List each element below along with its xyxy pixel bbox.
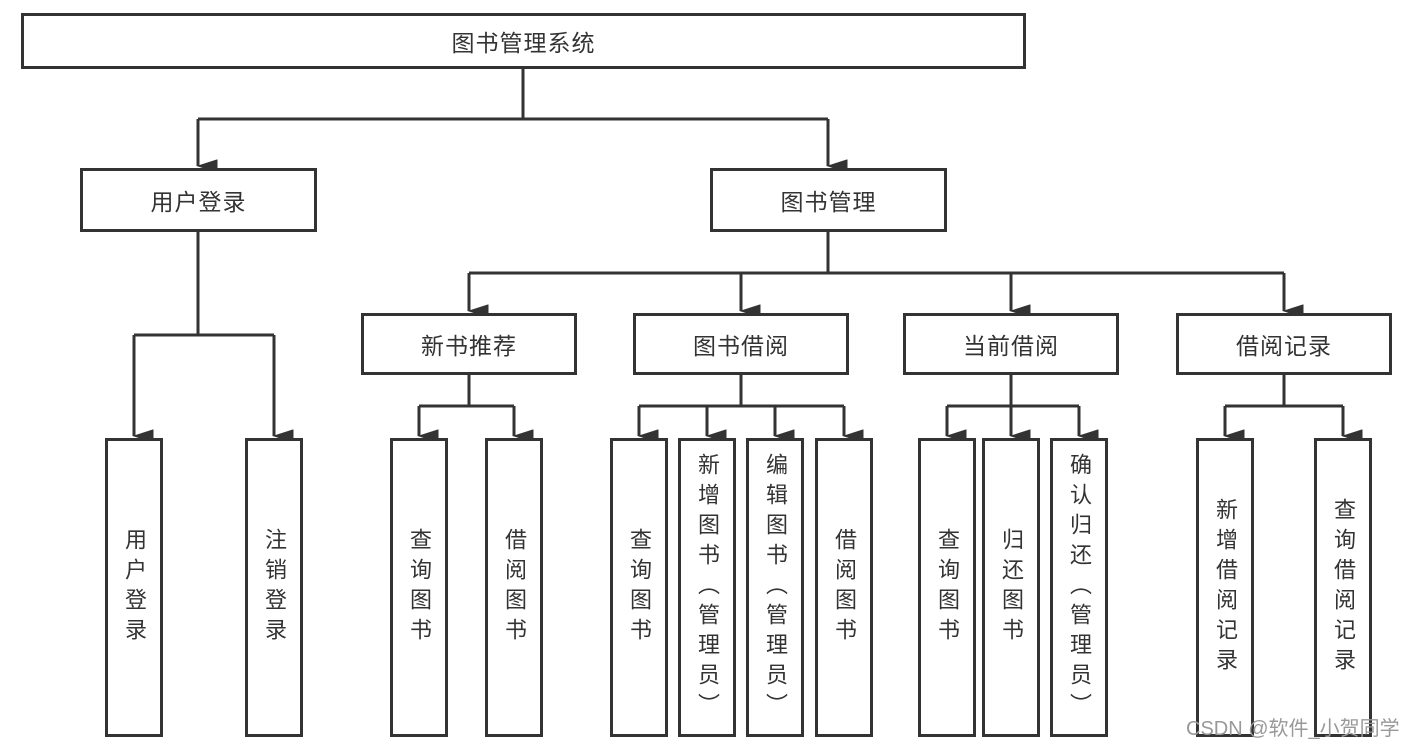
node-leaf-add-book-admin: 新增图书（管理员） <box>678 438 736 737</box>
node-leaf-user-login: 用户登录 <box>105 438 163 737</box>
node-leaf-query-book-nbr: 查询图书 <box>390 438 448 737</box>
node-leaf-confirm-return-admin: 确认归还（管理员） <box>1050 438 1108 737</box>
node-user-login: 用户登录 <box>80 168 317 232</box>
node-leaf-borrow-book-bb: 借阅图书 <box>815 438 873 737</box>
node-leaf-borrow-book-nbr: 借阅图书 <box>485 438 543 737</box>
node-borrowing-records: 借阅记录 <box>1176 313 1392 375</box>
node-leaf-logout: 注销登录 <box>245 438 303 737</box>
node-leaf-query-book-bb: 查询图书 <box>610 438 668 737</box>
node-library-management-system: 图书管理系统 <box>21 13 1026 69</box>
node-leaf-edit-book-admin: 编辑图书（管理员） <box>746 438 804 737</box>
node-book-management: 图书管理 <box>710 168 947 232</box>
node-new-book-recommendation: 新书推荐 <box>361 313 577 375</box>
node-leaf-query-borrow-record: 查询借阅记录 <box>1314 438 1372 737</box>
node-book-borrowing: 图书借阅 <box>633 313 849 375</box>
node-current-borrowing: 当前借阅 <box>903 313 1119 375</box>
csdn-watermark: CSDN @软件_小贺同学 <box>1186 718 1400 740</box>
node-leaf-query-book-cb: 查询图书 <box>918 438 976 737</box>
node-leaf-return-book: 归还图书 <box>982 438 1040 737</box>
node-leaf-add-borrow-record: 新增借阅记录 <box>1196 438 1254 737</box>
connector-trunks <box>134 69 1343 408</box>
